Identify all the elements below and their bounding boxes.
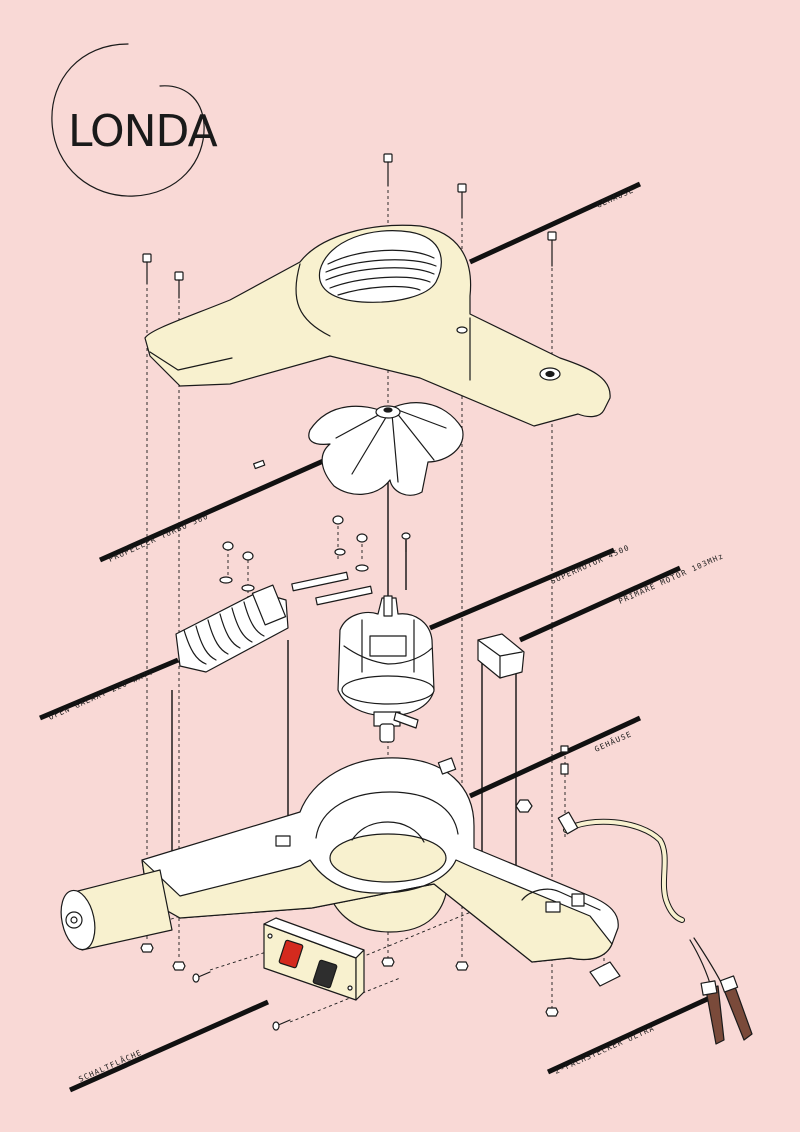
logo-text: LONDA bbox=[68, 106, 218, 157]
label-bars bbox=[39, 181, 716, 1093]
bar-stecker bbox=[546, 993, 716, 1075]
motor bbox=[337, 595, 435, 743]
propeller bbox=[253, 402, 464, 496]
plug bbox=[689, 937, 753, 1045]
label-supermotor: SUPERMOTOR 4500 bbox=[549, 543, 631, 586]
screw-left-1 bbox=[142, 253, 152, 285]
housing-bottom bbox=[141, 757, 619, 963]
hardware-cluster bbox=[219, 515, 411, 606]
bar-propeller bbox=[98, 455, 332, 563]
bar-gehaeuse-top bbox=[468, 181, 642, 265]
switch-red bbox=[278, 939, 304, 969]
power-cable bbox=[557, 745, 685, 923]
switch-dark bbox=[312, 959, 338, 989]
motor-block bbox=[477, 633, 525, 679]
label-schaltflaeche: SCHALTFLÄCHE bbox=[77, 1048, 143, 1084]
bar-schaltflaeche bbox=[68, 999, 270, 1093]
bottom-hardware bbox=[140, 943, 621, 1031]
label-primaermotor: PRIMÄRE MOTOR 103MHz bbox=[617, 551, 725, 606]
screw-bottom-1 bbox=[192, 971, 211, 983]
nut-small bbox=[515, 799, 533, 813]
screw-top-3 bbox=[547, 231, 557, 267]
londa-logo: LONDA bbox=[51, 43, 219, 197]
label-gehaeuse-top: GEHÄUSE bbox=[595, 185, 635, 209]
label-propeller: PROPELLER TURBO 500 bbox=[107, 511, 210, 563]
label-stecker: 2-FACHSTECKER ULTRA bbox=[553, 1023, 656, 1075]
housing-top bbox=[144, 224, 611, 427]
screw-bottom-2 bbox=[272, 1019, 291, 1031]
bar-supermotor bbox=[429, 547, 615, 631]
bar-gehaeuse-bottom bbox=[468, 715, 642, 799]
bar-primaermotor bbox=[518, 565, 682, 643]
screw-top-center bbox=[383, 153, 393, 187]
switch-panel bbox=[263, 917, 365, 1001]
screw-left-2 bbox=[174, 271, 184, 299]
nozzle-cylinder bbox=[60, 869, 173, 951]
bar-ofen bbox=[39, 657, 179, 721]
screw-motor bbox=[401, 532, 411, 553]
screw-top-2 bbox=[457, 183, 467, 219]
heater-coil bbox=[175, 584, 289, 673]
label-ofen: OFEN GALAXY 220 WATT bbox=[47, 667, 155, 722]
